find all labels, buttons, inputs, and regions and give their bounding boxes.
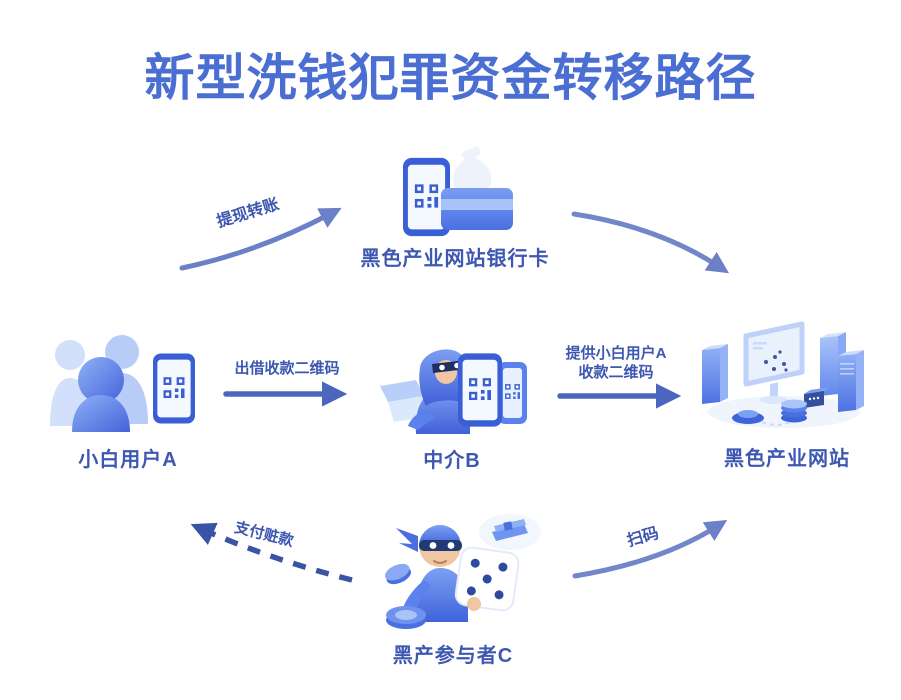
phone-bankcard-icon <box>393 143 523 246</box>
node-label-broker-b: 中介B <box>423 450 481 472</box>
arrow-pay-stolen-money <box>190 522 353 583</box>
node-label-bank-card: 黑色产业网站银行卡 <box>360 248 550 270</box>
arrow-scan-qr <box>572 520 728 579</box>
arrow-card-to-website <box>571 211 730 274</box>
user-group-phone-icon <box>46 328 196 443</box>
page-title: 新型洗钱犯罪资金转移路径 <box>144 50 757 106</box>
masked-gambler-dice-icon <box>372 502 542 639</box>
arrow-label-provide-qr-line1: 提供小白用户A <box>565 345 667 362</box>
arrow-label-provide-qr: 提供小白用户A 收款二维码 <box>550 344 682 382</box>
node-label-black-website: 黑色产业网站 <box>724 448 850 470</box>
website-servers-icon <box>698 310 883 437</box>
node-label-user-a: 小白用户A <box>78 449 178 471</box>
arrow-label-lend-qr: 出借收款二维码 <box>234 360 340 377</box>
arrow-withdraw-transfer <box>179 207 342 271</box>
masked-broker-phones-icon <box>376 340 531 445</box>
node-label-participant-c: 黑产参与者C <box>392 645 514 667</box>
arrow-label-provide-qr-line2: 收款二维码 <box>578 364 654 381</box>
